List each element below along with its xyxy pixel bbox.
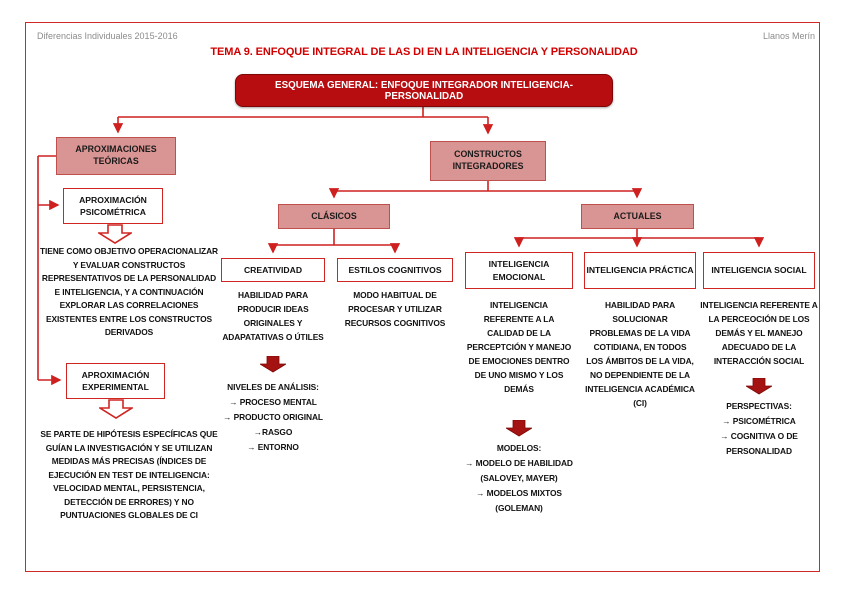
perspectivas-list: PERSPECTIVAS: → PSICOMÉTRICA → COGNITIVA… (700, 399, 818, 459)
page-border-frame (25, 22, 820, 572)
modelos-list: MODELOS: → MODELO DE HABILIDAD (SALOVEY,… (458, 441, 580, 516)
node-aproximaciones-teoricas: APROXIMACIONES TEÓRICAS (56, 137, 176, 175)
node-constructos-integradores: CONSTRUCTOS INTEGRADORES (430, 141, 546, 181)
author-label: Llanos Merín (762, 31, 815, 41)
practica-description: HABILIDAD PARA SOLUCIONAR PROBLEMAS DE L… (585, 300, 695, 408)
node-inteligencia-social: INTELIGENCIA SOCIAL (703, 252, 815, 289)
solid-down-arrow-icon (506, 420, 532, 437)
estilos-description: MODO HABITUAL DE PROCESAR Y UTILIZAR REC… (344, 290, 446, 328)
list-item: → COGNITIVA O DE PERSONALIDAD (720, 431, 798, 456)
node-aproximacion-psicometrica: APROXIMACIÓN PSICOMÉTRICA (63, 188, 163, 224)
list-item: → PRODUCTO ORIGINAL (223, 412, 323, 422)
node-inteligencia-practica: INTELIGENCIA PRÁCTICA (584, 252, 696, 289)
modelos-list-title: MODELOS: (496, 443, 542, 453)
node-aproximacion-experimental: APROXIMACIÓN EXPERIMENTAL (66, 363, 165, 399)
creatividad-description: HABILIDAD PARA PRODUCIR IDEAS ORIGINALES… (222, 290, 324, 342)
niveles-list: NIVELES DE ANÁLISIS: → PROCESO MENTAL → … (206, 380, 340, 455)
perspectivas-list-title: PERSPECTIVAS: (726, 401, 792, 411)
root-node: ESQUEMA GENERAL: ENFOQUE INTEGRADOR INTE… (235, 74, 613, 107)
solid-down-arrow-icon (260, 356, 286, 373)
niveles-list-title: NIVELES DE ANÁLISIS: (227, 382, 319, 392)
psicometrica-description: TIENE COMO OBJETIVO OPERACIONALIZAR Y EV… (40, 246, 218, 337)
solid-down-arrow-icon (746, 378, 772, 395)
list-item: → MODELOS MIXTOS (GOLEMAN) (476, 488, 562, 513)
experimental-description: SE PARTE DE HIPÓTESIS ESPECÍFICAS QUE GU… (40, 429, 218, 520)
node-creatividad: CREATIVIDAD (221, 258, 325, 282)
list-item: → MODELO DE HABILIDAD (SALOVEY, MAYER) (465, 458, 573, 483)
course-label: Diferencias Individuales 2015-2016 (37, 31, 178, 41)
hollow-down-arrow-icon (98, 224, 132, 244)
hollow-down-arrow-icon (99, 399, 133, 419)
page-title: TEMA 9. ENFOQUE INTEGRAL DE LAS DI EN LA… (210, 46, 638, 58)
list-item: → ENTORNO (247, 442, 299, 452)
list-item: → PSICOMÉTRICA (722, 416, 796, 426)
emocional-description: INTELIGENCIA REFERENTE A LA CALIDAD DE L… (466, 300, 572, 394)
node-inteligencia-emocional: INTELIGENCIA EMOCIONAL (465, 252, 573, 289)
list-item: → PROCESO MENTAL (229, 397, 317, 407)
social-description: INTELIGENCIA REFERENTE A LA PERCEOCIÓN D… (700, 300, 818, 366)
list-item: →RASGO (253, 427, 293, 437)
node-estilos-cognitivos: ESTILOS COGNITIVOS (337, 258, 453, 282)
node-actuales: ACTUALES (581, 204, 694, 229)
node-clasicos: CLÁSICOS (278, 204, 390, 229)
